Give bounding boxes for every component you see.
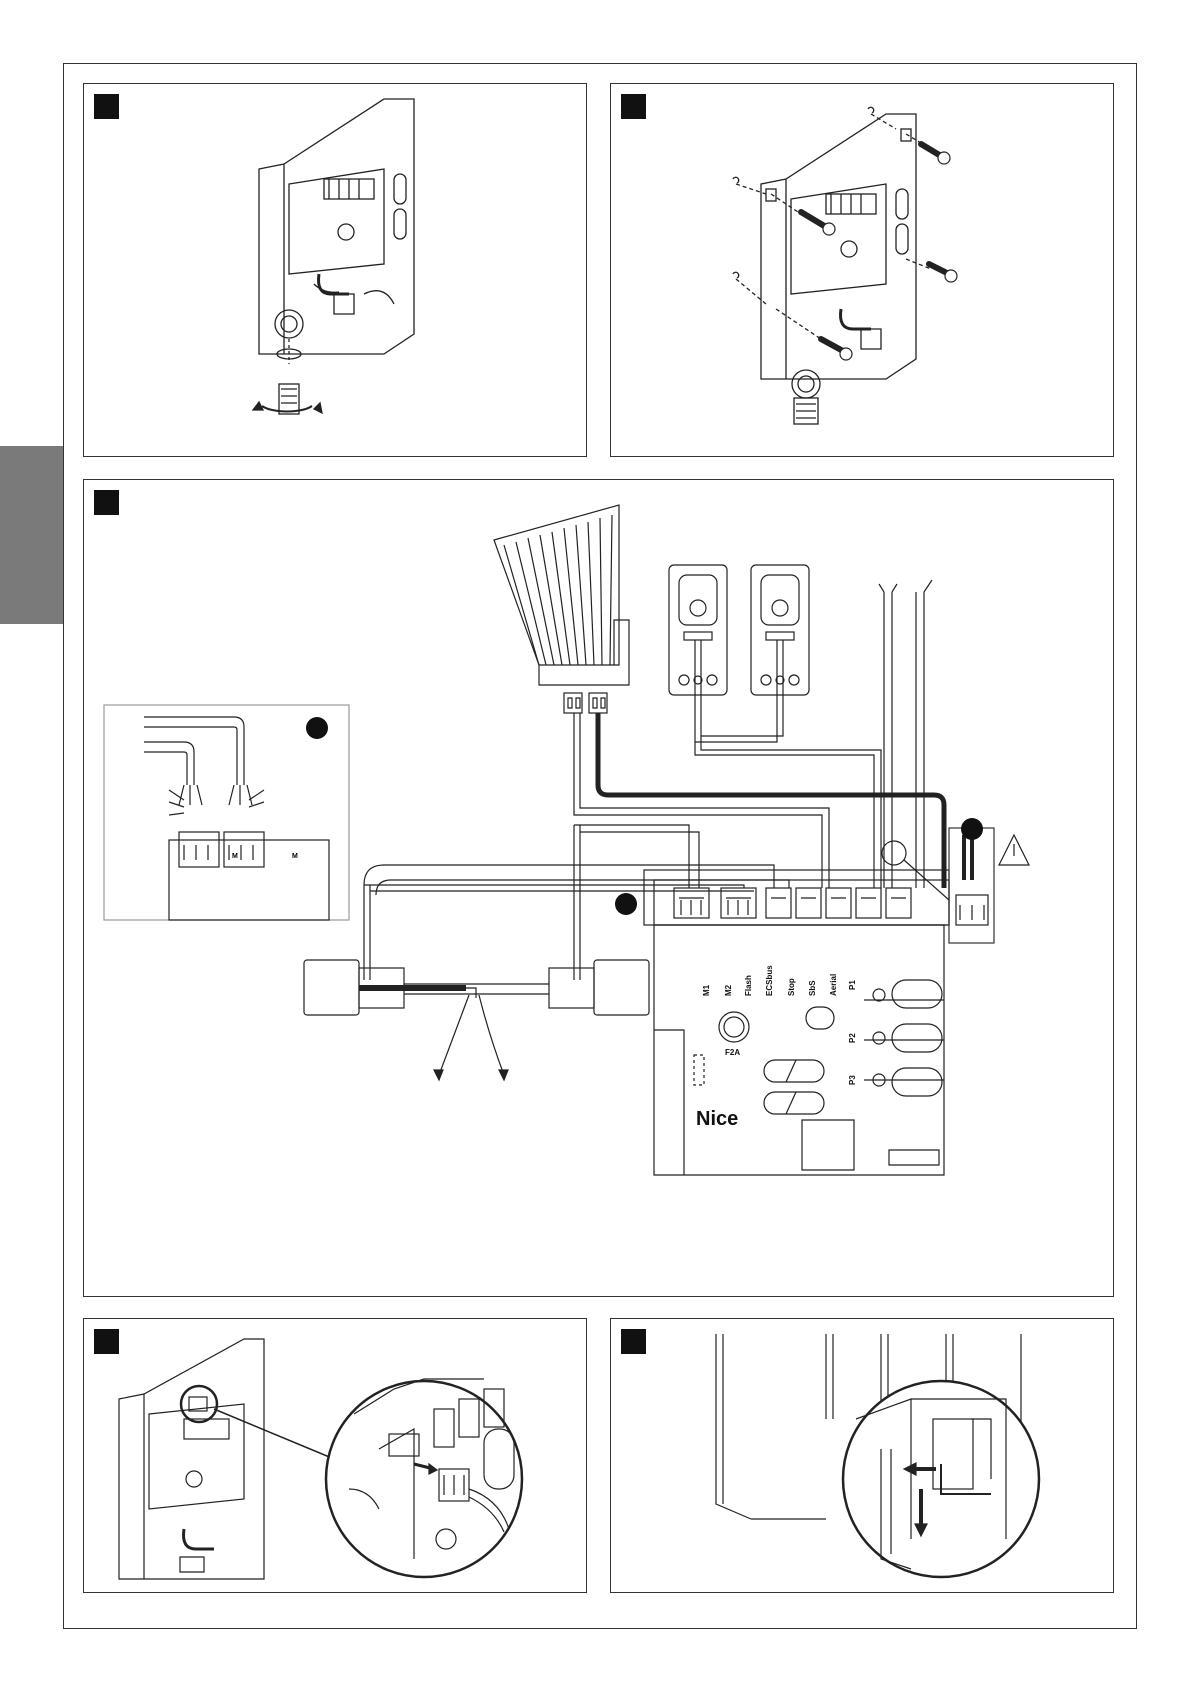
step-panel-cable-gland bbox=[83, 83, 587, 457]
control-box-illustration bbox=[84, 84, 587, 457]
flashing-light-icon bbox=[494, 505, 629, 713]
detail-terminal-mark-2: M bbox=[232, 853, 238, 860]
control-board bbox=[644, 870, 949, 1175]
motor-right-icon bbox=[466, 960, 649, 1015]
terminal-label-m2: M2 bbox=[724, 985, 733, 996]
button-label-p1: P1 bbox=[848, 980, 857, 990]
step-panel-wall-fixing bbox=[610, 83, 1114, 457]
reference-badge-b bbox=[615, 893, 637, 915]
reference-badge-a bbox=[306, 717, 328, 739]
button-label-p3: P3 bbox=[848, 1075, 857, 1085]
step-panel-wiring: M M M1 M2 Flash ECSbus Stop SbS Aerial P… bbox=[83, 479, 1114, 1297]
terminal-label-m1: M1 bbox=[702, 985, 711, 996]
terminal-label-ecsbus: ECSbus bbox=[765, 965, 774, 996]
reference-badge-c bbox=[961, 818, 983, 840]
cover-removal-illustration bbox=[611, 1319, 1114, 1593]
step-panel-terminal-removal bbox=[83, 1318, 587, 1593]
photocell-receiver-icon bbox=[751, 565, 809, 695]
fuse-label: F2A bbox=[725, 1048, 740, 1057]
terminal-label-stop: Stop bbox=[787, 978, 796, 996]
terminal-label-flash: Flash bbox=[744, 975, 753, 996]
button-label-p2: P2 bbox=[848, 1033, 857, 1043]
wall-fixing-illustration bbox=[611, 84, 1114, 457]
wiring-diagram: M M bbox=[84, 480, 1114, 1297]
terminal-label-aerial: Aerial bbox=[829, 974, 838, 996]
terminal-removal-illustration bbox=[84, 1319, 587, 1593]
step-panel-cover-removal bbox=[610, 1318, 1114, 1593]
brand-logo: Nice bbox=[696, 1108, 738, 1131]
chapter-side-tab bbox=[0, 446, 63, 624]
terminal-label-sbs: SbS bbox=[808, 980, 817, 996]
motor-left-icon bbox=[304, 960, 466, 1015]
detail-terminal-mark-1: M bbox=[292, 853, 298, 860]
photocell-transmitter-icon bbox=[669, 565, 727, 695]
